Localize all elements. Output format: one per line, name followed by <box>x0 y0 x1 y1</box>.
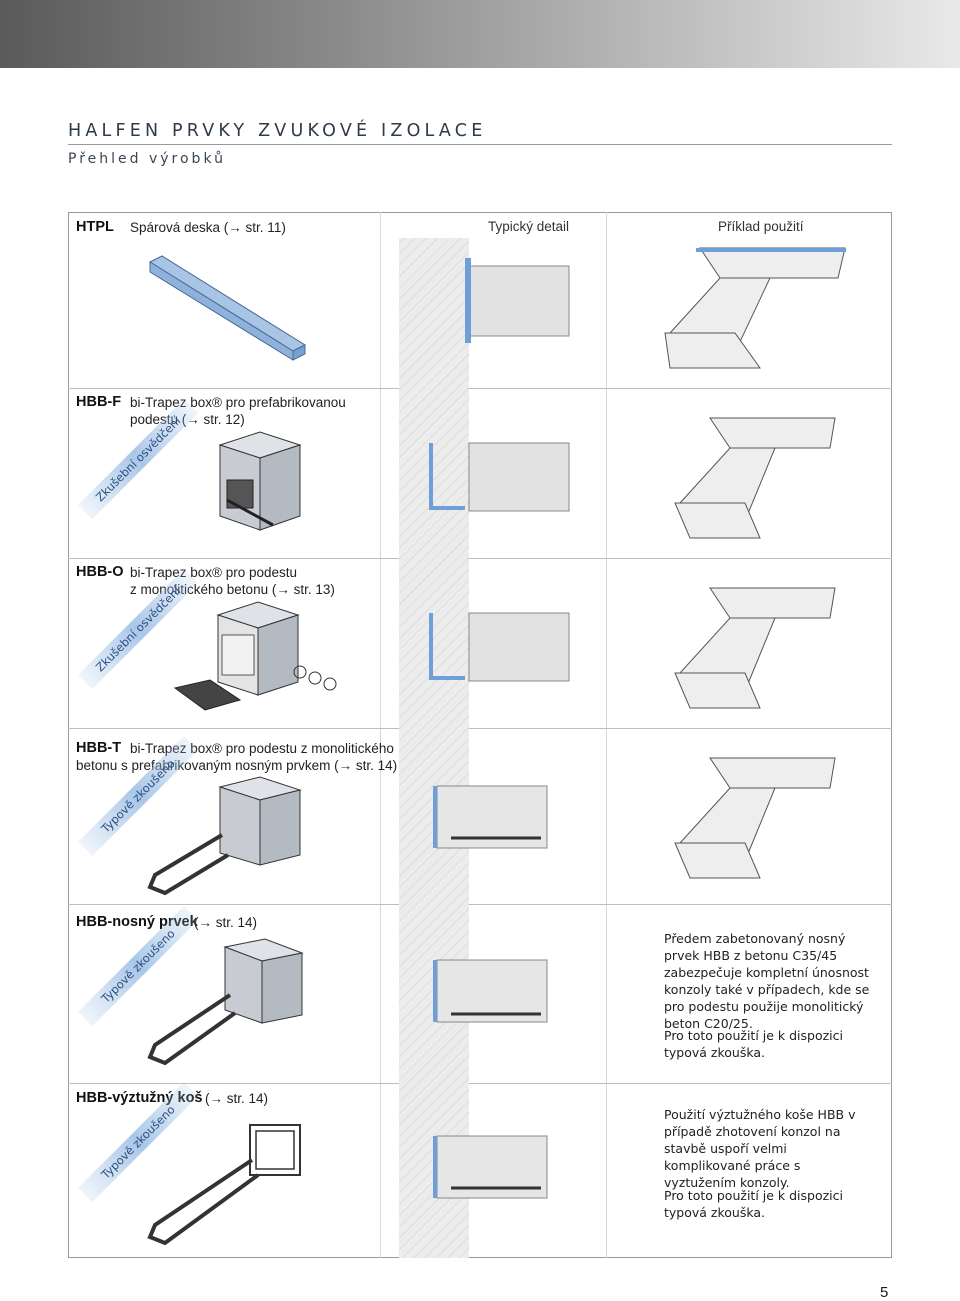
product-table <box>68 212 892 1258</box>
product-desc: (→ str. 14) <box>205 1091 269 1106</box>
column-header-detail: Typický detail <box>488 219 570 234</box>
staircase-hbb-f <box>674 417 836 539</box>
product-desc-line1: bi-Trapez box® pro prefabrikovanou <box>130 395 346 410</box>
staircase-hbb-o <box>674 587 836 709</box>
title-rule <box>68 144 892 145</box>
staircase-hbb-t <box>674 757 836 879</box>
row-divider <box>68 1083 892 1084</box>
note-type-test: Pro toto použití je k dispozici typová z… <box>664 1028 843 1060</box>
product-desc: (→ str. 14) <box>194 915 258 930</box>
detail-hbb-f <box>429 442 570 512</box>
column-divider-example <box>606 212 607 1258</box>
detail-hbb-vyztuzny-kos <box>433 1135 548 1199</box>
staircase-example-drawings <box>664 247 846 879</box>
staircase-htpl <box>664 247 846 369</box>
detail-hbb-t <box>433 785 548 849</box>
detail-hbb-o <box>429 612 570 682</box>
hbb-t-box-illustration <box>147 776 302 896</box>
hbb-o-box-illustration <box>173 601 337 711</box>
note-type-test: Pro toto použití je k dispozici typová z… <box>664 1188 843 1220</box>
product-code-htpl: HTPL <box>76 219 114 235</box>
product-code-hbb-f: HBB-F <box>76 394 122 410</box>
product-desc-htpl: Spárová deska (→ str. 11) <box>130 220 286 235</box>
column-divider-detail <box>380 212 381 1258</box>
joint-board-illustration <box>148 255 307 361</box>
header-band <box>0 0 960 68</box>
product-code-hbb-t: HBB-T <box>76 740 122 756</box>
hbb-f-box-illustration <box>218 431 302 531</box>
detail-hbb-nosny-prvek <box>433 959 548 1023</box>
row-divider <box>68 388 892 389</box>
page-number: 5 <box>880 1284 889 1301</box>
note-reinforcement-cage: Použití výztužného koše HBB v případě zh… <box>664 1107 856 1190</box>
row-divider <box>68 558 892 559</box>
product-code-hbb-o: HBB-O <box>76 564 124 580</box>
page-title: HALFEN PRVKY ZVUKOVÉ IZOLACE <box>68 121 487 141</box>
row-divider <box>68 728 892 729</box>
note-carrier-element: Předem zabetonovaný nosný prvek HBB z be… <box>664 931 870 1031</box>
row-divider <box>68 904 892 905</box>
reinforcement-cage-illustration <box>147 1124 301 1246</box>
column-header-example: Příklad použití <box>718 219 804 234</box>
carrier-element-illustration <box>147 938 304 1066</box>
page-subtitle: Přehled výrobků <box>68 151 226 167</box>
product-desc-line2: betonu s prefabrikovaným nosným prvkem (… <box>76 758 398 773</box>
product-desc-line1: bi-Trapez box® pro podestu <box>130 565 298 580</box>
detail-htpl <box>465 258 570 343</box>
typical-detail-drawings <box>399 238 570 1258</box>
